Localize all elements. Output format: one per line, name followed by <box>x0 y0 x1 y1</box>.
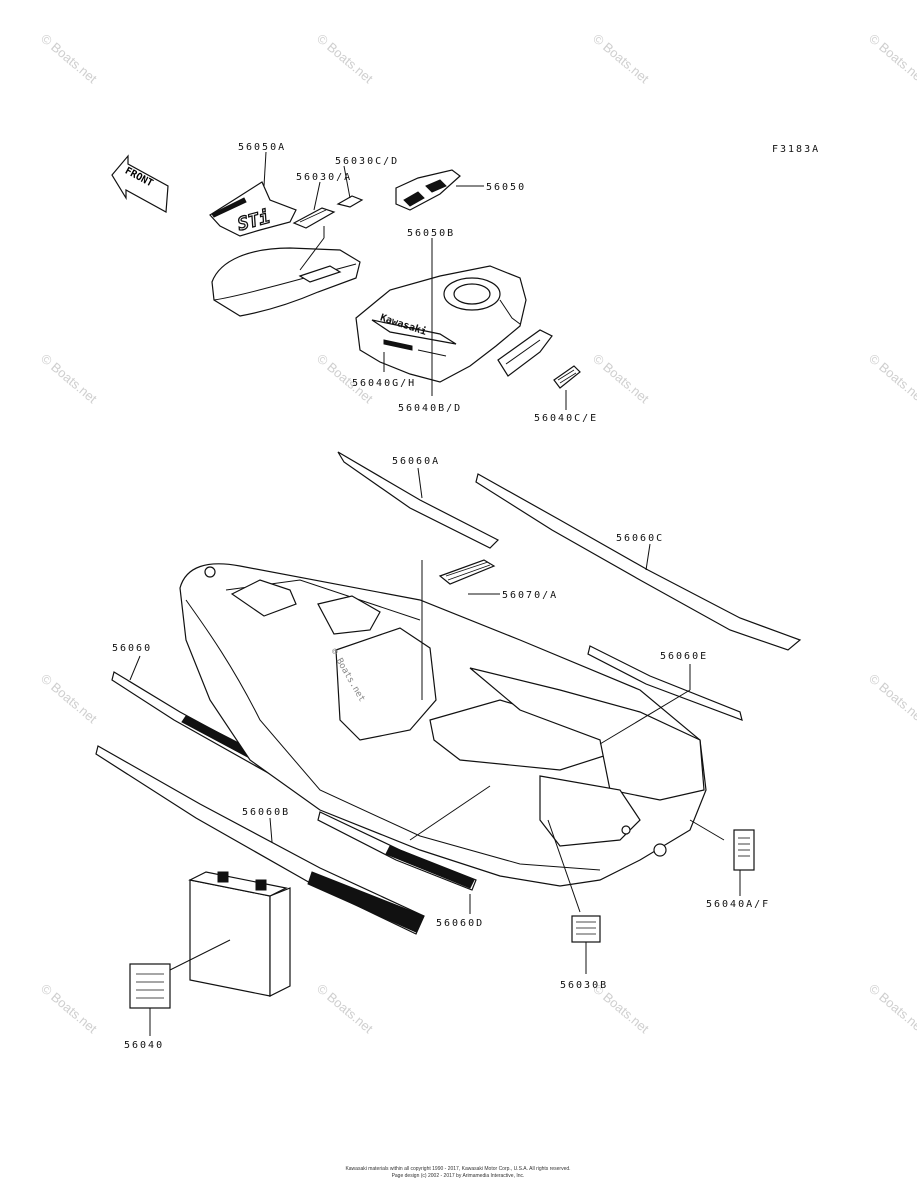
callout-56050b: 56050B <box>407 228 455 239</box>
watermark-text: © Boats.net <box>590 31 652 87</box>
callout-56040b-d: 56040B/D <box>398 403 462 414</box>
watermark-text: © Boats.net <box>38 981 100 1037</box>
callout-56060e: 56060E <box>660 651 708 662</box>
watermark-text: © Boats.net <box>314 981 376 1037</box>
label-56030b <box>571 915 601 943</box>
watermark-text: © Boats.net <box>38 671 100 727</box>
callout-56050: 56050 <box>486 182 526 193</box>
decal-sti: STi <box>209 181 297 237</box>
stripe-56060e <box>587 645 743 721</box>
grip-plate <box>497 329 553 377</box>
callout-56070-a: 56070/A <box>502 590 558 601</box>
watermark-text: © Boats.net <box>866 671 917 727</box>
callout-56060b: 56060B <box>242 807 290 818</box>
sticker-56030a <box>292 207 336 229</box>
watermark-text: © Boats.net <box>866 981 917 1037</box>
leader-lines <box>129 151 741 1036</box>
seat-cover <box>211 247 361 317</box>
callout-56030c-d: 56030C/D <box>335 156 399 167</box>
callout-56030-a: 56030/A <box>296 172 352 183</box>
copyright-line-2: Page design (c) 2002 - 2017 by Arimamedi… <box>392 1173 525 1179</box>
callout-56040g-h: 56040G/H <box>352 378 416 389</box>
watermark-text: © Boats.net <box>38 351 100 407</box>
stripe-56060a <box>337 451 500 549</box>
callout-56060: 56060 <box>112 643 152 654</box>
watermark-text: © Boats.net <box>866 31 917 87</box>
watermark-text: © Boats.net <box>866 351 917 407</box>
callout-56040a-f: 56040A/F <box>706 899 770 910</box>
watermark-text: © Boats.net <box>590 351 652 407</box>
callout-56060a: 56060A <box>392 456 440 467</box>
copyright-line-1: Kawasaki materials within all copyright … <box>345 1166 570 1172</box>
stripe-56060c <box>475 473 802 651</box>
label-56040c <box>553 365 581 389</box>
callout-labels: 56050A 56030C/D 56030/A 56050 56050B 560… <box>112 142 770 1051</box>
sticker-56030c <box>336 195 364 208</box>
label-56040 <box>129 963 171 1009</box>
stripe-56060d <box>317 811 477 891</box>
hull-body: © Boats.net <box>179 563 707 887</box>
label-56040a <box>733 829 755 871</box>
figure-code: F3183A <box>772 144 820 155</box>
battery <box>188 871 291 997</box>
callout-56060d: 56060D <box>436 918 484 929</box>
front-arrow-icon: FRONT <box>111 154 169 213</box>
watermark-text: © Boats.net <box>38 31 100 87</box>
hood-cover: Kawasaki <box>355 265 527 383</box>
callout-56040c-e: 56040C/E <box>534 413 598 424</box>
callout-56030b: 56030B <box>560 980 608 991</box>
stripe-56060b <box>95 745 425 935</box>
label-56070a <box>438 559 496 585</box>
watermark-text: © Boats.net <box>314 31 376 87</box>
callout-56040: 56040 <box>124 1040 164 1051</box>
callout-56060c: 56060C <box>616 533 664 544</box>
callout-56050a: 56050A <box>238 142 286 153</box>
decal-56050 <box>395 169 461 211</box>
